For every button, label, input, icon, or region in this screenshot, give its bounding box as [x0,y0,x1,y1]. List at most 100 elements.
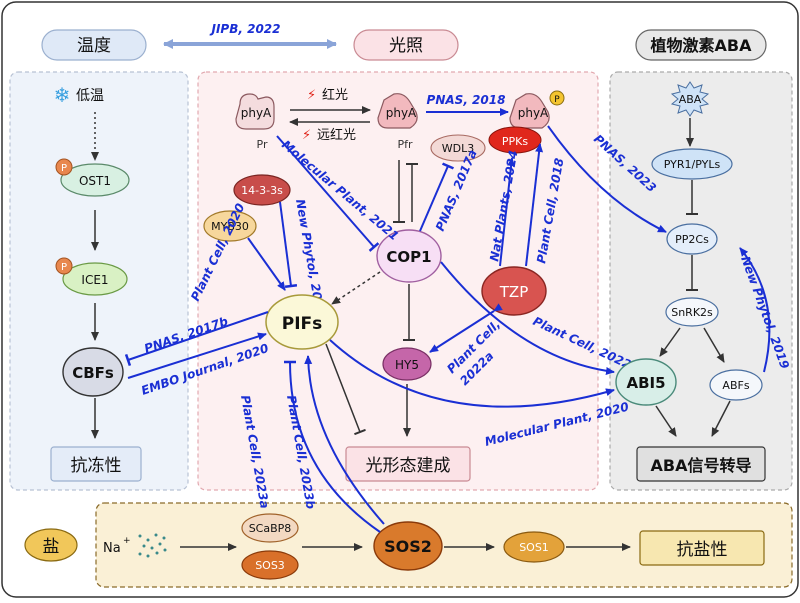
cbfs-to-pifs-arrow [127,332,267,379]
light-pill [353,29,459,61]
phya-phospho-badge-label: P [554,95,560,105]
ice1-label: ICE1 [81,273,108,287]
lightning-icon: ⚡ [302,128,311,143]
svg-text:❄: ❄ [54,83,71,107]
snowflake-icon: ❄ [54,83,71,107]
scabp8-node [241,513,299,543]
sos2-inhibit-pifs [283,360,381,533]
aba-panel [609,71,793,491]
scabp8-label: SCaBP8 [249,522,292,535]
ice1-phospho-badge [55,257,73,275]
citation-jipb-2022: JIPB, 2022 [209,22,280,36]
cbfs-label: CBFs [72,364,114,382]
14-3-3s-node [233,174,291,206]
hormone-label: 植物激素ABA [650,36,753,55]
cop1-to-pifs-arrow [331,271,381,305]
tzp-to-ppks-arrow2 [525,143,544,267]
snrk2s-to-abi5-arrow [659,327,681,357]
tzp-node [481,266,547,316]
ost1-phospho-badge [55,158,73,176]
tzp-to-ppks-arrow1 [499,157,516,267]
pifs-label: PIFs [282,314,323,334]
ost1-node [60,163,130,197]
pyr1-pyls-label: PYR1/PYLs [664,158,721,171]
wdl3-label: WDL3 [442,142,474,155]
phya-phospho-badge [549,90,565,106]
ost1-label: OST1 [79,174,111,188]
aba-label: ABA [679,93,702,106]
ost1-phospho-label: P [61,163,67,174]
freezing-tolerance-label: 抗冻性 [71,456,122,476]
lightning-icon: ⚡ [307,88,316,103]
snrk2s-node [665,297,719,327]
abfs-to-signal-arrow [711,400,731,437]
freezing-tolerance-box [50,446,142,482]
sos1-label: SOS1 [519,541,549,554]
salt-tolerance-label: 抗盐性 [677,540,728,560]
pyr1-pyls-node [651,148,733,180]
cop1-inhibit-wdl3 [419,162,455,232]
far-red-light-label: 远红光 [317,127,356,143]
sodium-charge: + [123,536,131,546]
ppks-label: PPKs [502,135,528,148]
myb30-label: MYB30 [211,220,249,233]
myb30-node [203,210,257,242]
hormone-pill [635,29,767,61]
aba-signaling-label: ABA信号转导 [651,456,752,475]
14-3-3s-inhibit-pifs [279,201,298,289]
sos1-node [503,531,565,563]
pp2cs-node [666,223,718,255]
sodium-ions-icon [138,533,167,558]
abi5-node [615,358,677,406]
tzp-label: TZP [499,283,528,301]
hy5-node [382,347,432,381]
salt-tolerance-box [639,530,765,566]
sos3-label: SOS3 [255,559,285,572]
cbfs-node [62,347,124,397]
sos2-label: SOS2 [384,537,432,556]
14-3-3s-label: 14-3-3s [241,184,283,197]
temperature-pill [41,29,147,61]
sodium-label: Na [103,541,121,556]
hy5-label: HY5 [395,358,419,372]
aba-starburst-icon [670,81,710,117]
abi5-label: ABI5 [626,374,665,392]
ppks-node [488,126,542,154]
pp2cs-label: PP2Cs [675,233,709,246]
red-light-label: 红光 [322,87,348,103]
pr-label: Pr [257,138,268,151]
ice1-phospho-label: P [61,262,67,273]
phya-inhibit-cop1 [276,135,380,252]
phya-phospho-label: phyA [518,106,549,120]
light-label: 光照 [389,36,423,56]
photomorphogenesis-box [345,446,471,482]
sos3-node [241,550,299,580]
pifs-inhibit-cbfs [124,311,269,367]
sos2-to-pifs-arrow [304,355,385,525]
cop1-to-abi5-arrow [440,261,615,375]
myb30-to-pifs-arrow [247,237,286,291]
citation-pnas-2018: PNAS, 2018 [427,93,506,107]
pifs-inhibit-photomorph [325,343,366,436]
sos2-node [373,521,443,571]
abi5-to-signal-arrow [655,405,677,437]
phya-pr-node [235,93,275,130]
abfs-node [709,369,763,401]
wdl3-node [430,134,486,162]
phya-pfr-label: phyA [386,106,417,120]
phya-phospho-node [509,93,550,129]
pfr-label: Pfr [397,138,413,151]
salt-label: 盐 [43,537,60,557]
snrk2s-to-abfs-arrow [703,327,725,363]
phya-pfr-node [377,93,418,129]
aba-signaling-box [636,446,766,482]
temperature-label: 温度 [77,36,111,56]
cop1-node [376,229,442,283]
pifs-node [265,294,339,350]
abfs-to-pp2cs-arrow [739,247,771,373]
cold-label: 低温 [76,88,104,104]
abfs-label: ABFs [722,379,749,392]
tzp-hy5-arrow [429,303,503,353]
